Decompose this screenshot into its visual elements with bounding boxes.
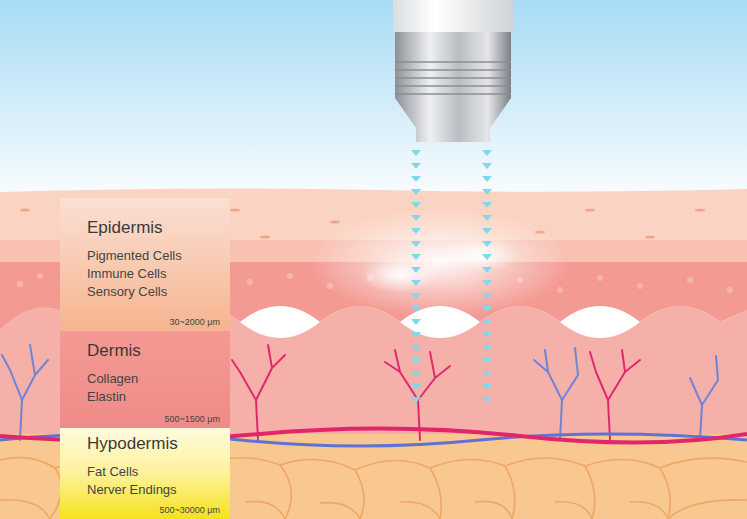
energy-arrow bbox=[482, 215, 492, 221]
layer-component: Pigmented Cells bbox=[87, 247, 220, 265]
energy-arrow bbox=[411, 358, 421, 364]
layer-name: Hypodermis bbox=[87, 434, 220, 454]
energy-arrow bbox=[482, 358, 492, 364]
thickness-dimension: 500~1500 μm bbox=[87, 414, 220, 424]
layer-band: DermisCollagenElastin 500~1500 μm bbox=[60, 331, 230, 428]
energy-arrow bbox=[411, 176, 421, 182]
energy-arrow bbox=[482, 345, 492, 351]
layer-band: EpidermisPigmented CellsImmune CellsSens… bbox=[60, 198, 230, 331]
energy-arrow bbox=[482, 384, 492, 390]
energy-arrow bbox=[411, 384, 421, 390]
energy-arrow bbox=[411, 241, 421, 247]
layer-name: Epidermis bbox=[87, 218, 220, 238]
energy-arrow bbox=[411, 163, 421, 169]
thickness-dimension: 500~30000 μm bbox=[87, 505, 220, 515]
layer-name: Dermis bbox=[87, 341, 220, 361]
energy-arrow bbox=[411, 293, 421, 299]
energy-arrow bbox=[482, 150, 492, 156]
energy-arrow bbox=[482, 280, 492, 286]
energy-arrow bbox=[411, 228, 421, 234]
layer-component: Immune Cells bbox=[87, 265, 220, 283]
layer-band: HypodermisFat CellsNerver Endings 500~300… bbox=[60, 428, 230, 519]
energy-arrow bbox=[411, 345, 421, 351]
energy-arrow bbox=[482, 254, 492, 260]
layer-component: Sensory Cells bbox=[87, 283, 220, 301]
energy-arrow bbox=[482, 306, 492, 312]
energy-arrow bbox=[411, 150, 421, 156]
energy-arrow bbox=[482, 293, 492, 299]
layer-component: Fat Cells bbox=[87, 463, 220, 481]
layer-component: Nerver Endings bbox=[87, 481, 220, 499]
energy-arrow bbox=[482, 267, 492, 273]
energy-arrow bbox=[482, 371, 492, 377]
energy-arrow bbox=[482, 189, 492, 195]
energy-arrow bbox=[411, 371, 421, 377]
energy-arrow bbox=[482, 319, 492, 325]
energy-arrow bbox=[411, 280, 421, 286]
energy-arrow bbox=[482, 397, 492, 403]
energy-arrow bbox=[411, 319, 421, 325]
layer-component: Elastin bbox=[87, 388, 220, 406]
energy-arrow bbox=[411, 267, 421, 273]
energy-arrow bbox=[411, 332, 421, 338]
energy-arrow bbox=[411, 202, 421, 208]
energy-arrow bbox=[482, 176, 492, 182]
energy-arrow bbox=[411, 306, 421, 312]
layer-component: Collagen bbox=[87, 370, 220, 388]
energy-arrow bbox=[411, 189, 421, 195]
energy-arrow bbox=[482, 163, 492, 169]
energy-arrow bbox=[411, 215, 421, 221]
energy-arrow bbox=[411, 254, 421, 260]
energy-arrow bbox=[482, 332, 492, 338]
thickness-dimension: 30~2000 μm bbox=[87, 317, 220, 327]
energy-arrow bbox=[411, 397, 421, 403]
energy-arrow bbox=[482, 202, 492, 208]
energy-arrow bbox=[482, 241, 492, 247]
energy-arrow bbox=[482, 228, 492, 234]
